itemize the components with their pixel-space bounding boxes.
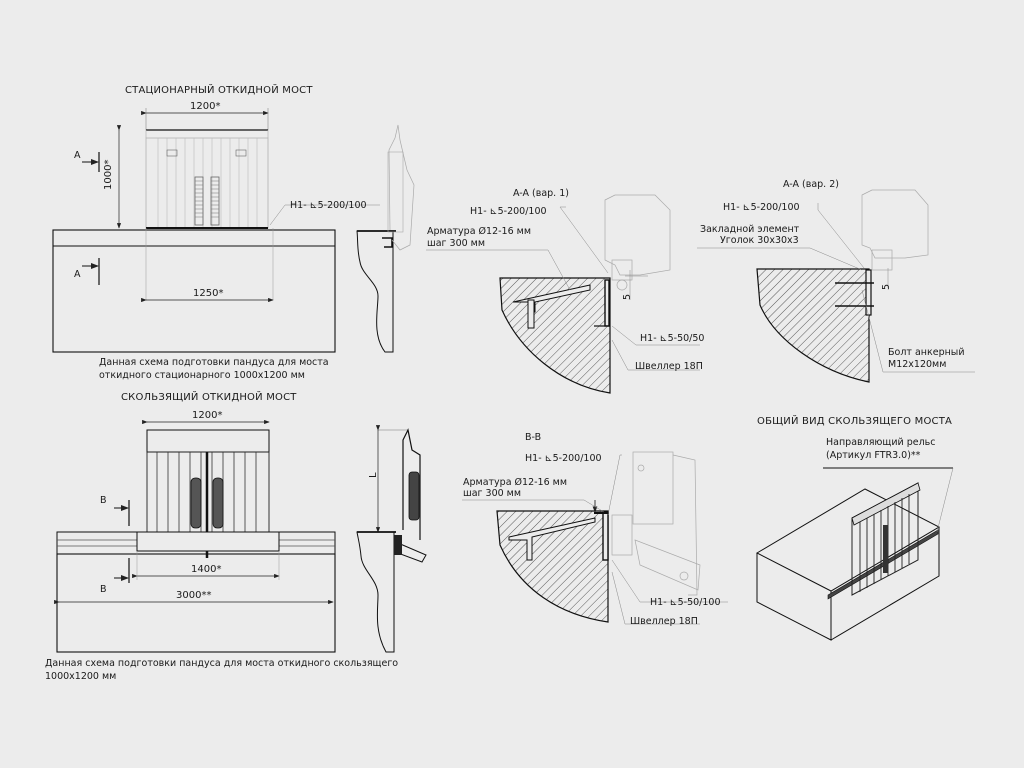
sliding-title: СКОЛЬЗЯЩИЙ ОТКИДНОЙ МОСТ <box>121 392 297 403</box>
sliding-caption-line1: Данная схема подготовки пандуса для мост… <box>45 658 399 669</box>
section-bb-channel: Швеллер 18П <box>630 616 698 627</box>
stationary-side-view <box>356 124 415 353</box>
section-aa1-weld-bottom: Н1- ⊾5-50/50 <box>640 333 705 344</box>
section-aa1-dim-5: 5 <box>622 293 633 300</box>
sliding-caption-line2: 1000х1200 мм <box>45 671 117 682</box>
section-aa2-title: A-A (вар. 2) <box>783 179 839 190</box>
stationary-dim-width: 1200* <box>190 101 221 112</box>
sliding-dim-rail: 3000** <box>176 590 212 601</box>
general-view-rail-line1: Направляющий рельс <box>826 437 936 448</box>
section-aa1-channel: Швеллер 18П <box>635 361 703 372</box>
sliding-dim-pit: 1400* <box>191 564 222 575</box>
section-aa2-embed-line1: Закладной элемент <box>700 224 800 235</box>
sliding-dim-width: 1200* <box>192 410 223 421</box>
stationary-dim-height: 1000* <box>103 159 114 190</box>
sliding-side-view <box>356 425 427 653</box>
section-aa-var1-drawing <box>426 194 700 394</box>
section-mark-b-bottom: B <box>100 584 107 595</box>
section-aa2-embed-line2: Уголок 30х30х3 <box>720 235 799 246</box>
stationary-title: СТАЦИОНАРНЫЙ ОТКИДНОЙ МОСТ <box>125 85 313 96</box>
section-bb-drawing <box>462 451 728 625</box>
section-mark-a-bottom: A <box>74 269 81 280</box>
section-aa2-bolt-line2: М12х120мм <box>888 359 947 370</box>
section-aa2-bolt-line1: Болт анкерный <box>888 347 965 358</box>
section-mark-b-top: B <box>100 495 107 506</box>
stationary-caption-line2: откидного стационарного 1000х1200 мм <box>99 370 305 381</box>
section-aa1-rebar-line1: Арматура Ø12-16 мм <box>427 226 531 237</box>
section-bb-weld-bottom: Н1- ⊾5-50/100 <box>650 597 721 608</box>
section-bb-rebar-line1: Арматура Ø12-16 мм <box>463 477 567 488</box>
general-view-drawing <box>755 467 954 641</box>
sliding-dim-side: L <box>368 472 379 478</box>
section-aa2-weld-top: Н1- ⊾5-200/100 <box>723 202 800 213</box>
section-aa2-dim-5: 5 <box>881 283 892 290</box>
section-mark-a-top: A <box>74 150 81 161</box>
stationary-front-view <box>52 108 380 353</box>
general-view-rail-line2: (Артикул FTR3.0)** <box>826 450 921 461</box>
section-aa-var2-drawing <box>697 189 975 383</box>
section-bb-weld-top: Н1- ⊾5-200/100 <box>525 453 602 464</box>
general-view-title: ОБЩИЙ ВИД СКОЛЬЗЯЩЕГО МОСТА <box>757 416 953 427</box>
stationary-weld-note: Н1- ⊾5-200/100 <box>290 200 367 211</box>
sliding-front-view <box>54 419 336 653</box>
section-bb-title: B-B <box>525 432 542 443</box>
section-bb-rebar-line2: шаг 300 мм <box>463 488 522 499</box>
section-aa1-rebar-line2: шаг 300 мм <box>427 238 486 249</box>
stationary-caption-line1: Данная схема подготовки пандуса для мост… <box>99 357 329 368</box>
section-aa1-weld-top: Н1- ⊾5-200/100 <box>470 206 547 217</box>
stationary-dim-pit: 1250* <box>193 288 224 299</box>
section-aa1-title: A-A (вар. 1) <box>513 188 569 199</box>
